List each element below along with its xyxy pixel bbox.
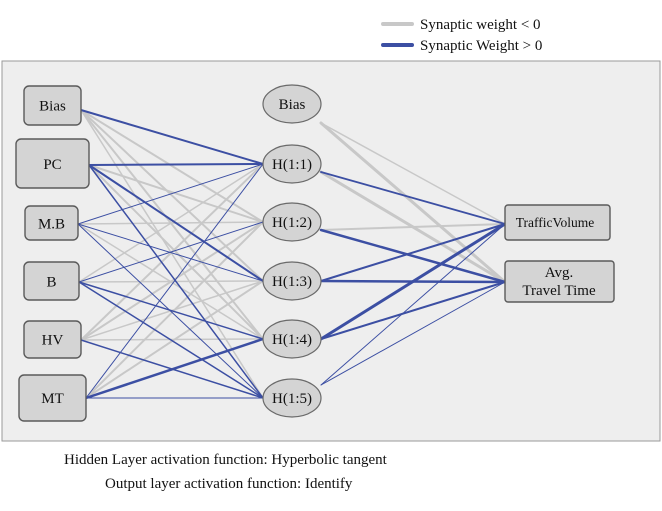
svg-text:MT: MT bbox=[41, 391, 64, 407]
svg-text:B: B bbox=[46, 275, 56, 291]
edge-h5-o_att bbox=[320, 281, 506, 386]
edge-i_pc-h4 bbox=[88, 164, 264, 340]
legend-negative-label: Synaptic weight < 0 bbox=[420, 17, 541, 33]
input-node-mt: MT bbox=[18, 374, 87, 422]
input-node-hv: HV bbox=[23, 320, 82, 359]
legend-positive-label: Synaptic Weight > 0 bbox=[420, 38, 542, 54]
input-node-pc: PC bbox=[15, 138, 90, 189]
edge-i_pc-h5 bbox=[88, 164, 264, 399]
svg-text:TrafficVolume: TrafficVolume bbox=[516, 215, 595, 230]
output-layer: TrafficVolume Avg. Travel Time bbox=[504, 204, 615, 303]
svg-text:Travel Time: Travel Time bbox=[522, 283, 596, 299]
output-node-traffic-volume: TrafficVolume bbox=[504, 204, 611, 241]
input-node-mb: M.B bbox=[24, 205, 79, 241]
edge-i_mt-h1 bbox=[85, 163, 264, 399]
network-panel bbox=[1, 60, 661, 442]
edge-i_bias-h1 bbox=[80, 109, 264, 165]
edge-i_b-h4 bbox=[78, 281, 264, 340]
input-node-bias: Bias bbox=[23, 85, 82, 126]
hidden-node-h1-5: H(1:5) bbox=[262, 378, 322, 418]
legend: Synaptic weight < 0 Synaptic Weight > 0 bbox=[381, 17, 542, 54]
edge-i_mb-h1 bbox=[77, 163, 264, 225]
hidden-node-h1-2: H(1:2) bbox=[262, 202, 322, 242]
edge-i_mt-h2 bbox=[85, 221, 264, 399]
edge-h_bias-o_att bbox=[319, 121, 507, 284]
edge-i_hv-h4 bbox=[80, 338, 264, 341]
connections bbox=[77, 109, 507, 400]
svg-text:Bias: Bias bbox=[39, 99, 66, 115]
svg-text:H(1:1): H(1:1) bbox=[272, 157, 312, 173]
hidden-node-h1-3: H(1:3) bbox=[262, 261, 322, 301]
svg-text:H(1:2): H(1:2) bbox=[272, 215, 312, 231]
edge-h4-o_att bbox=[320, 281, 506, 340]
svg-text:H(1:5): H(1:5) bbox=[272, 391, 312, 407]
hidden-node-bias: Bias bbox=[262, 84, 322, 124]
edge-h2-o_att bbox=[319, 228, 507, 284]
edge-i_pc-h2 bbox=[88, 164, 264, 223]
svg-text:H(1:3): H(1:3) bbox=[272, 274, 312, 290]
svg-text:Bias: Bias bbox=[279, 97, 306, 113]
svg-text:M.B: M.B bbox=[38, 217, 65, 233]
edge-i_pc-h1 bbox=[88, 163, 264, 166]
hidden-layer: Bias H(1:1) H(1:2) H(1:3) H(1:4) H(1:5) bbox=[262, 84, 322, 418]
edge-h1-o_tv bbox=[320, 171, 506, 225]
svg-text:H(1:4): H(1:4) bbox=[272, 332, 312, 348]
svg-text:PC: PC bbox=[43, 157, 61, 173]
edge-i_b-h2 bbox=[78, 221, 264, 283]
hidden-node-h1-1: H(1:1) bbox=[262, 144, 322, 184]
edge-i_b-h5 bbox=[78, 281, 264, 399]
svg-text:Avg.: Avg. bbox=[545, 265, 573, 281]
edge-h5-o_tv bbox=[320, 223, 506, 386]
hidden-node-h1-4: H(1:4) bbox=[262, 319, 322, 359]
edge-h3-o_tv bbox=[320, 223, 506, 282]
edge-h2-o_tv bbox=[320, 223, 506, 231]
edge-i_mt-h3 bbox=[85, 280, 264, 399]
edge-h_bias-o_tv bbox=[320, 122, 506, 225]
svg-text:HV: HV bbox=[42, 333, 64, 349]
input-node-b: B bbox=[23, 261, 80, 301]
input-layer: Bias PC M.B B HV MT bbox=[15, 85, 90, 422]
edge-i_pc-h3 bbox=[88, 164, 264, 282]
edge-h4-o_tv bbox=[319, 222, 507, 341]
hidden-activation-caption: Hidden Layer activation function: Hyperb… bbox=[64, 452, 387, 468]
edge-i_b-h1 bbox=[78, 163, 264, 283]
output-node-avg-travel-time: Avg. Travel Time bbox=[504, 260, 615, 303]
edge-i_mt-h4 bbox=[84, 337, 265, 400]
output-activation-caption: Output layer activation function: Identi… bbox=[105, 476, 353, 492]
edge-i_hv-h2 bbox=[80, 221, 264, 341]
